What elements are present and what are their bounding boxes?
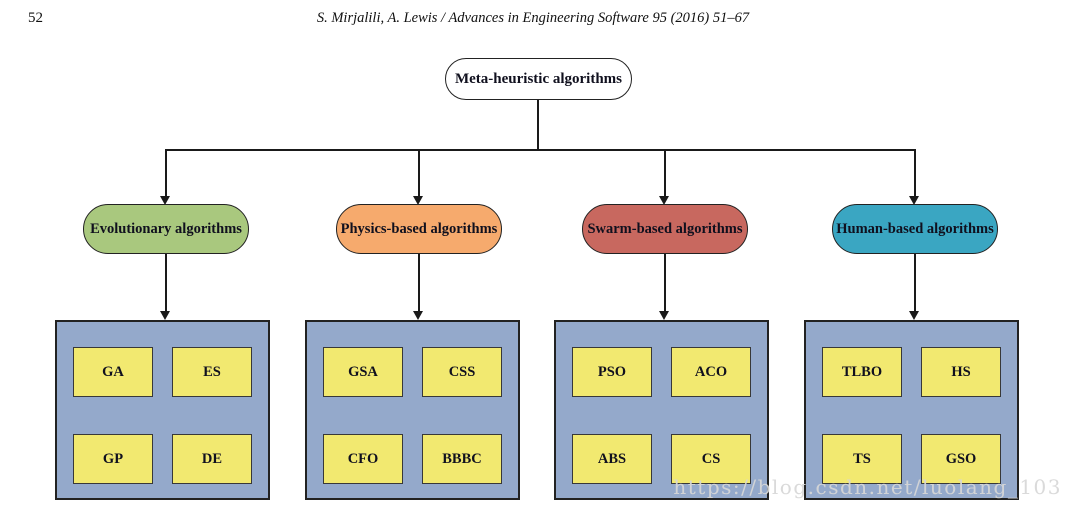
- category-label: Swarm-based algorithms: [587, 220, 743, 237]
- algorithm-label: ACO: [694, 363, 728, 380]
- arrowhead-icon: [413, 311, 423, 320]
- journal-header: S. Mirjalili, A. Lewis / Advances in Eng…: [316, 10, 750, 26]
- connector-pill-2: [418, 254, 420, 311]
- category-label: Evolutionary algorithms: [90, 220, 242, 237]
- category-pill-evolutionary: Evolutionary algorithms: [83, 204, 249, 254]
- connector-root-stem: [537, 100, 539, 149]
- algorithm-label: GA: [102, 363, 124, 380]
- arrowhead-icon: [909, 311, 919, 320]
- container-physics: GSA CSS CFO BBBC: [305, 320, 520, 500]
- arrowhead-icon: [160, 196, 170, 205]
- root-node: Meta-heuristic algorithms: [445, 58, 632, 100]
- algorithm-box: ACO: [671, 347, 751, 397]
- algorithm-box: CSS: [422, 347, 502, 397]
- algorithm-label: TS: [853, 450, 871, 467]
- arrowhead-icon: [909, 196, 919, 205]
- connector-drop-3: [664, 149, 666, 196]
- category-pill-human: Human-based algorithms: [832, 204, 998, 254]
- algorithm-box: TS: [822, 434, 902, 484]
- algorithm-box: PSO: [572, 347, 652, 397]
- algorithm-label: BBBC: [442, 450, 482, 467]
- algorithm-box: GA: [73, 347, 153, 397]
- category-pill-physics: Physics-based algorithms: [336, 204, 502, 254]
- algorithm-box: DE: [172, 434, 252, 484]
- algorithm-label: GP: [102, 450, 124, 467]
- algorithm-label: HS: [951, 363, 971, 380]
- container-evolutionary: GA ES GP DE: [55, 320, 270, 500]
- algorithm-box: GP: [73, 434, 153, 484]
- category-pill-swarm: Swarm-based algorithms: [582, 204, 748, 254]
- page-number: 52: [28, 10, 43, 26]
- algorithm-label: GSO: [945, 450, 977, 467]
- algorithm-label: GSA: [348, 363, 378, 380]
- algorithm-label: DE: [201, 450, 223, 467]
- category-label: Physics-based algorithms: [340, 220, 498, 237]
- connector-drop-1: [165, 149, 167, 196]
- root-node-label: Meta-heuristic algorithms: [454, 70, 623, 87]
- connector-drop-4: [914, 149, 916, 196]
- algorithm-box: ES: [172, 347, 252, 397]
- algorithm-box: CFO: [323, 434, 403, 484]
- algorithm-box: ABS: [572, 434, 652, 484]
- algorithm-box: GSA: [323, 347, 403, 397]
- connector-pill-3: [664, 254, 666, 311]
- category-label: Human-based algorithms: [836, 220, 994, 237]
- algorithm-label: CFO: [347, 450, 379, 467]
- connector-drop-2: [418, 149, 420, 196]
- arrowhead-icon: [413, 196, 423, 205]
- algorithm-label: PSO: [597, 363, 627, 380]
- algorithm-box: CS: [671, 434, 751, 484]
- algorithm-label: CSS: [448, 363, 476, 380]
- algorithm-label: TLBO: [841, 363, 883, 380]
- algorithm-box: GSO: [921, 434, 1001, 484]
- algorithm-label: CS: [701, 450, 721, 467]
- algorithm-label: ES: [203, 363, 221, 380]
- connector-pill-1: [165, 254, 167, 311]
- algorithm-label: ABS: [597, 450, 627, 467]
- connector-horizontal: [165, 149, 915, 151]
- arrowhead-icon: [160, 311, 170, 320]
- container-human: TLBO HS TS GSO: [804, 320, 1019, 500]
- arrowhead-icon: [659, 196, 669, 205]
- algorithm-box: HS: [921, 347, 1001, 397]
- container-swarm: PSO ACO ABS CS: [554, 320, 769, 500]
- connector-pill-4: [914, 254, 916, 311]
- algorithm-box: BBBC: [422, 434, 502, 484]
- algorithm-box: TLBO: [822, 347, 902, 397]
- arrowhead-icon: [659, 311, 669, 320]
